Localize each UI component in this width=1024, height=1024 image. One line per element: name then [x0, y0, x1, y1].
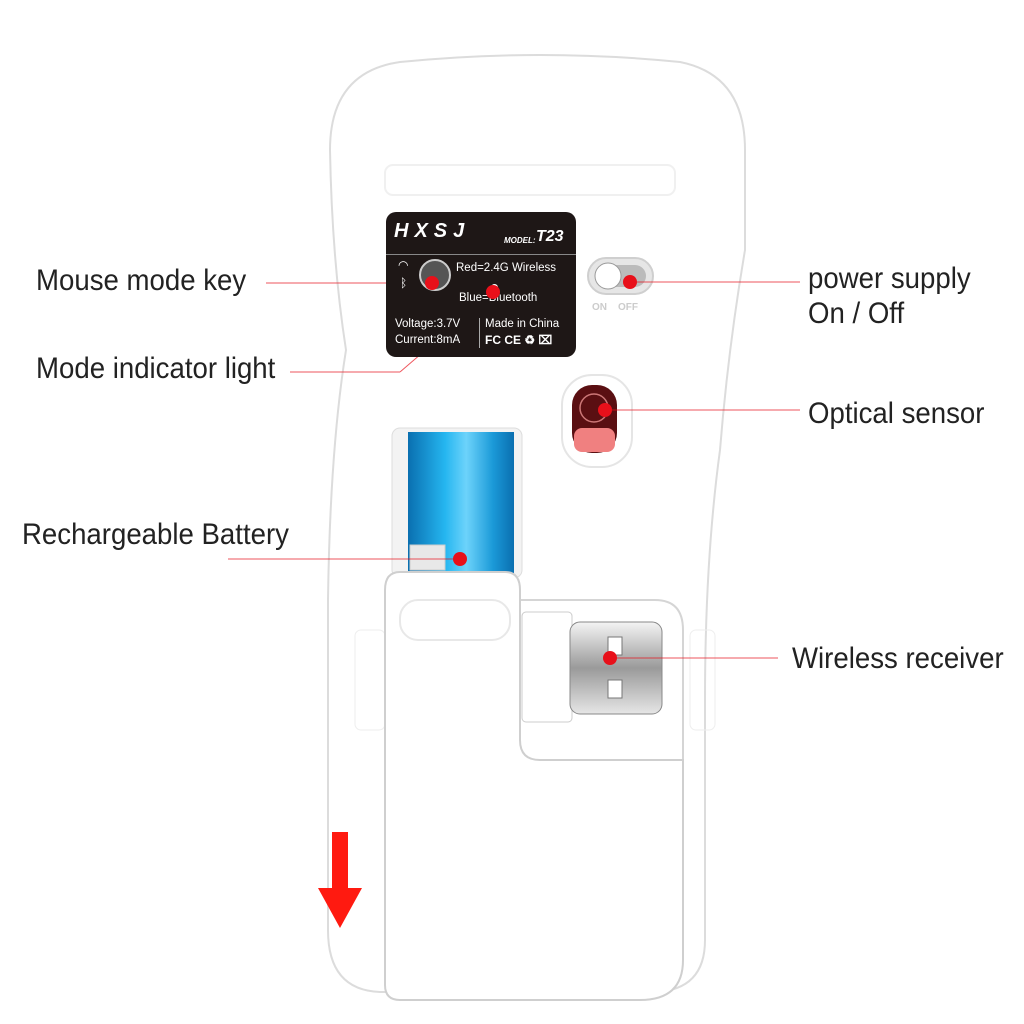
voltage-text: Voltage:3.7V	[395, 318, 461, 330]
model-prefix: MODEL:	[504, 236, 536, 245]
origin-text: Made in China	[485, 318, 560, 330]
switch-off-label: OFF	[618, 302, 638, 313]
callout-wireless-receiver: Wireless receiver	[792, 642, 1004, 675]
callout-battery: Rechargeable Battery	[22, 518, 289, 551]
slide-down-arrow	[318, 832, 362, 928]
sliding-cover	[384, 571, 684, 1001]
callout-power-line1: power supply	[808, 262, 971, 295]
mode-indicator-light	[491, 284, 498, 291]
usb-connector	[569, 621, 663, 715]
red-mode-text: Red=2.4G Wireless	[456, 262, 557, 274]
current-text: Current:8mA	[395, 334, 461, 346]
blue-mode-text: Blue=Bluetooth	[459, 292, 538, 304]
bluetooth-icon: ᛒ	[400, 276, 408, 290]
model-number: T23	[536, 228, 564, 245]
callout-optical-sensor: Optical sensor	[808, 397, 985, 430]
wifi-icon: ◠	[398, 258, 409, 272]
product-label: HXSJ MODEL: T23 ◠ ᛒ Red=2.4G Wireless Bl…	[386, 212, 576, 357]
callout-mouse-mode-key: Mouse mode key	[36, 264, 247, 297]
receiver-cap	[521, 611, 573, 723]
brand-logo: HXSJ	[394, 220, 471, 242]
callout-mode-indicator: Mode indicator light	[36, 352, 276, 385]
certification-marks: FC CE ♻ ⌧	[485, 333, 553, 347]
callout-power-line2: On / Off	[808, 297, 905, 330]
mouse-mode-key[interactable]	[419, 259, 451, 291]
switch-on-label: ON	[592, 302, 607, 313]
